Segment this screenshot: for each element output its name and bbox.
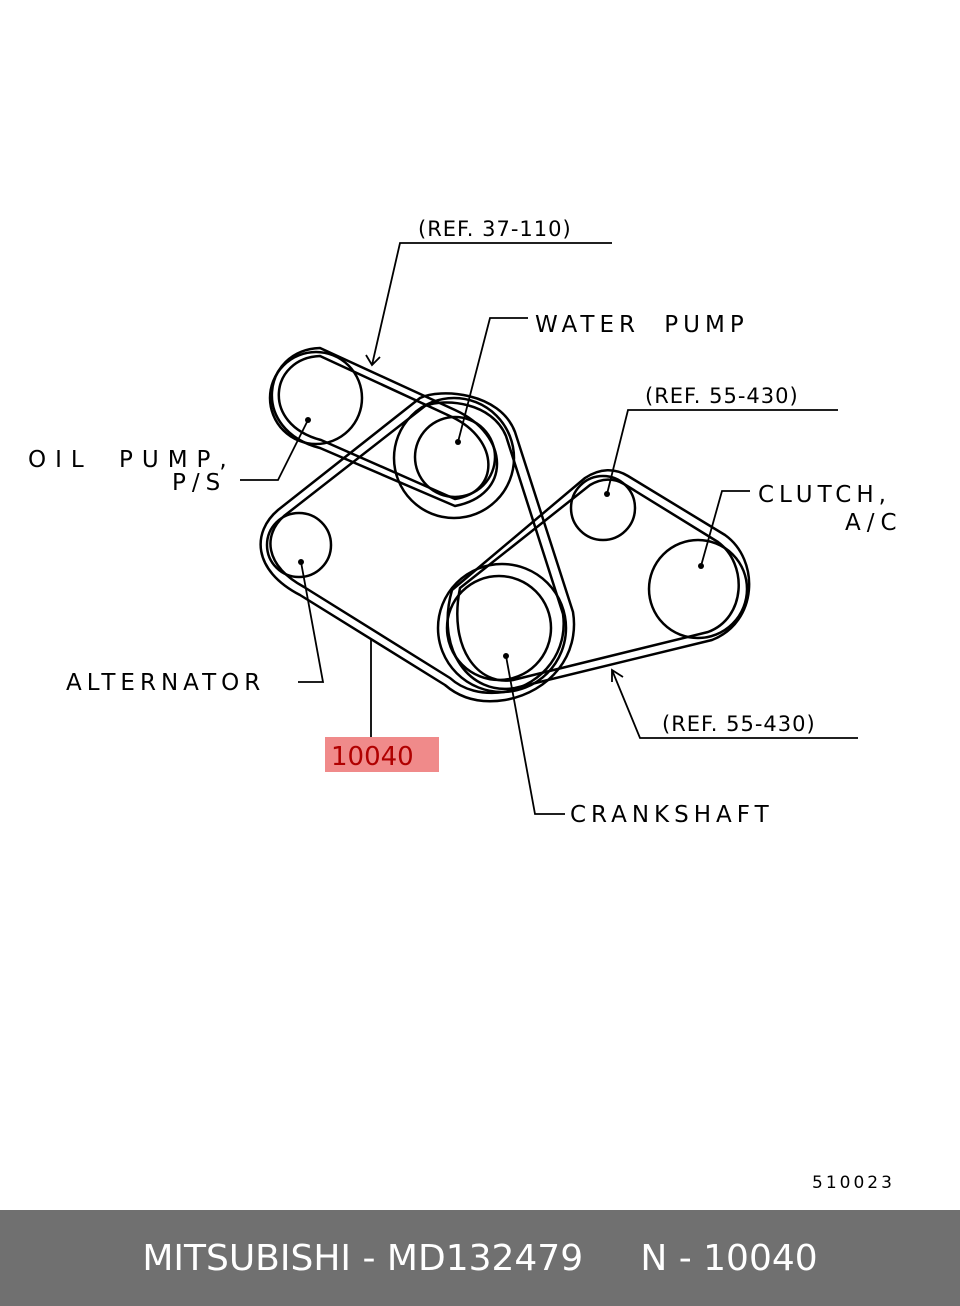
arrow-ref-right-bottom [611, 668, 624, 682]
label-ref-right-bottom: (REF. 55-430) [662, 712, 816, 736]
belt-routing-diagram: 10040 (REF. 37-110) WATER PUMP OIL PUMP,… [28, 217, 903, 1193]
belt-10040-inner [269, 401, 565, 695]
label-ref-right-top: (REF. 55-430) [645, 384, 799, 408]
leader-oil-pump [240, 419, 309, 481]
leader-ref-top [371, 242, 612, 366]
label-ps: P/S [172, 470, 226, 496]
drawing-number: 510023 [812, 1173, 895, 1193]
belt-oil-pump-inner [277, 354, 490, 501]
idler-pulley [569, 474, 637, 542]
water-pump-pulley [413, 415, 497, 499]
leader-water-pump [457, 317, 528, 443]
leader-ref-right-bottom [611, 669, 858, 739]
label-clutch: CLUTCH, [758, 482, 891, 508]
belt-ac-inner [456, 478, 740, 682]
leader-clutch [700, 490, 750, 567]
label-ac: A/C [845, 510, 903, 536]
arrow-ref-top [365, 354, 381, 367]
crankshaft-pulley [445, 574, 553, 682]
alternator-pulley [265, 511, 333, 579]
leader-alternator [298, 561, 325, 683]
footer-text: MITSUBISHI - MD132479 N - 10040 [142, 1237, 818, 1279]
label-ref-top: (REF. 37-110) [418, 217, 572, 241]
label-oil-pump: OIL PUMP, [28, 447, 236, 473]
oil-pump-pulley [268, 350, 364, 446]
callout-box [325, 737, 439, 772]
label-alternator: ALTERNATOR [66, 670, 265, 696]
label-crankshaft: CRANKSHAFT [570, 802, 774, 828]
belt-oil-pump [270, 346, 499, 508]
label-water-pump: WATER PUMP [535, 312, 749, 338]
belt-10040 [259, 392, 576, 703]
part-info-footer: MITSUBISHI - MD132479 N - 10040 [0, 1210, 960, 1306]
clutch-ac-pulley [647, 538, 749, 640]
callout-label: 10040 [331, 742, 414, 772]
leader-crankshaft [505, 655, 565, 815]
leader-ref-right-top [606, 409, 838, 495]
